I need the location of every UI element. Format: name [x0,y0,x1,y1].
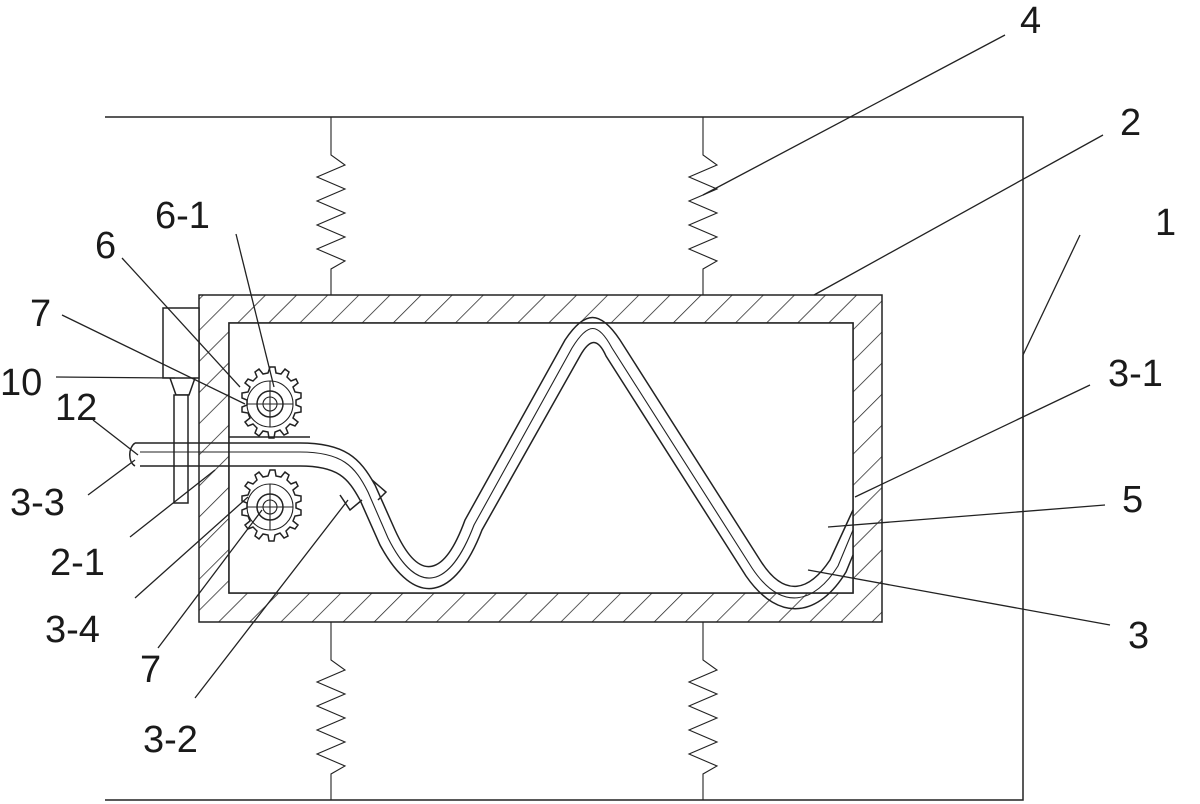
spring-top-left [315,117,347,295]
label-3: 3 [1128,615,1149,657]
label-3-4: 3-4 [45,609,100,651]
label-3-3: 3-3 [10,482,65,524]
label-7-top: 7 [30,293,51,335]
label-6: 6 [95,225,116,267]
spring-bottom-right [687,622,719,800]
leader-lines [55,34,1111,699]
label-1: 1 [1155,202,1176,244]
inner-housing [198,294,883,623]
label-2: 2 [1120,102,1141,144]
nozzle-block [162,307,200,504]
spring-top-right [687,117,719,295]
serpentine-tube [135,316,854,610]
label-6-1: 6-1 [155,195,210,237]
tube-clip [339,479,388,512]
label-2-1: 2-1 [50,542,105,584]
gear-top [241,366,302,439]
label-7-bottom: 7 [140,649,161,691]
label-12: 12 [55,387,97,429]
label-5: 5 [1122,479,1143,521]
label-10: 10 [0,362,42,404]
tube-tip [129,442,136,467]
label-3-1: 3-1 [1108,353,1163,395]
label-4: 4 [1020,0,1041,42]
spring-bottom-left [315,622,347,800]
label-3-2: 3-2 [143,719,198,761]
